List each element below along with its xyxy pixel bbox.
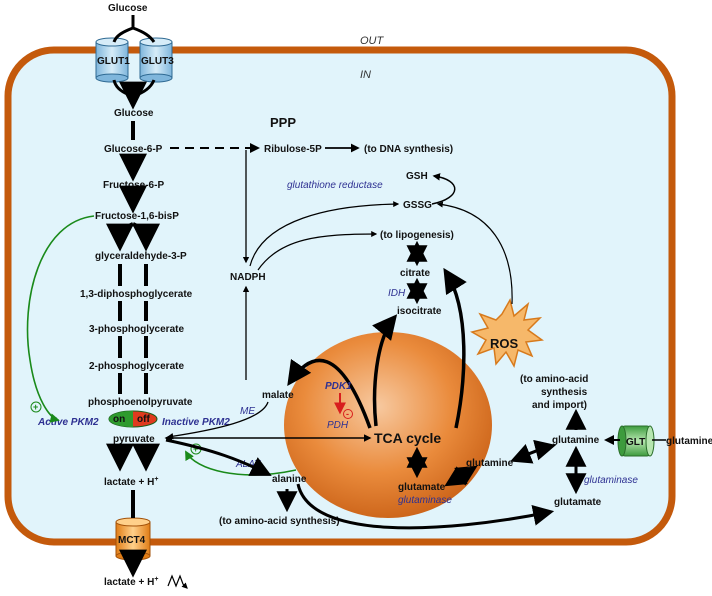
svg-text:+: + [33, 402, 38, 412]
ppp-title: PPP [270, 115, 296, 130]
phosphoenolpyruvate-label: phosphoenolpyruvate [88, 397, 193, 408]
svg-text:-: - [346, 409, 349, 419]
ros-label: ROS [490, 336, 519, 351]
2-phosphoglycerate-label: 2-phosphoglycerate [89, 361, 184, 372]
cyto-glutaminase-label: glutaminase [584, 475, 638, 486]
tca-to-isocitrate-arrow [372, 314, 398, 427]
glutamate-export-arrow [296, 483, 555, 530]
glut1-transporter: GLUT1 [95, 37, 130, 83]
tca-to-malate-arrow [287, 358, 372, 429]
pyruvate-label: pyruvate [113, 434, 155, 445]
pdh-label: PDH [327, 420, 349, 431]
lactate-in-label: lactate + H+ [104, 476, 158, 488]
mito-glutamate-label: glutamate [398, 482, 446, 493]
aa-synthesis-label: (to amino-acid synthesis) [219, 516, 340, 527]
alat-activation-arrow [185, 450, 297, 476]
outside-glutamine-label: glutamine [666, 436, 712, 447]
aa-import-label-3: and import) [532, 400, 587, 411]
zone-in-label: IN [360, 69, 371, 81]
glutamine-glutamate-mito-arrow [444, 465, 478, 487]
ros-to-gssg-arrow [436, 201, 513, 305]
ribulose-5p-label: Ribulose-5P [264, 144, 322, 155]
dna-synthesis-label: (to DNA synthesis) [364, 144, 453, 155]
f16bp-activation-arrow [26, 215, 95, 423]
active-pkm2-label: Active PKM2 [37, 417, 99, 428]
alanine-label: alanine [272, 474, 307, 485]
lactate-export-squiggle [167, 574, 188, 589]
gsh-label: GSH [406, 171, 428, 182]
cyto-glutamine-label: glutamine [552, 435, 600, 446]
cyto-to-mito-glutamine-arrow [510, 439, 557, 464]
pdh-inhibition-minus-icon [343, 409, 353, 419]
glucose-in-label: Glucose [114, 108, 154, 119]
nadph-to-lipogenesis-arrow [257, 231, 378, 271]
cyto-glutamate-label: glutamate [554, 497, 602, 508]
pdk1-label: PDK1 [325, 381, 352, 392]
glut1-label: GLUT1 [97, 56, 130, 67]
glutathione-reductase-label: glutathione reductase [287, 180, 383, 191]
cell-membrane [4, 46, 676, 546]
mct4-transporter: MCT4 [115, 517, 151, 561]
glt-transporter: GLT [617, 425, 655, 457]
mct4-label: MCT4 [118, 535, 146, 546]
mitochondrion [284, 332, 492, 518]
tca-cycle-label: TCA cycle [374, 430, 441, 446]
aa-import-label-2: synthesis [541, 387, 588, 398]
svg-text:+: + [193, 444, 198, 454]
idh-label: IDH [388, 288, 406, 299]
mito-glutaminase-label: glutaminase [398, 495, 452, 506]
glut3-transporter: GLUT3 [139, 37, 174, 83]
glucose-out-label: Glucose [108, 3, 148, 14]
pkm2-activation-plus-icon [30, 401, 42, 413]
fructose-6-p-label: Fructose-6-P [103, 180, 164, 191]
nadph-label: NADPH [230, 272, 266, 283]
zone-out-label: OUT [360, 35, 385, 47]
gssg-label: GSSG [403, 200, 432, 211]
glucose-6-p-label: Glucose-6-P [104, 144, 163, 155]
pkm2-on-label: on [113, 414, 125, 425]
tca-to-citrate-arrow [443, 267, 467, 429]
glt-label: GLT [626, 437, 645, 448]
glut3-label: GLUT3 [141, 56, 174, 67]
me-label: ME [240, 406, 255, 417]
malate-label: malate [262, 390, 294, 401]
pyruvate-to-alanine-arrow [165, 438, 272, 476]
isocitrate-label: isocitrate [397, 306, 442, 317]
lipogenesis-label: (to lipogenesis) [380, 230, 454, 241]
mito-glutamine-label: glutamine [466, 458, 514, 469]
aa-import-label-1: (to amino-acid [520, 374, 588, 385]
3-phosphoglycerate-label: 3-phosphoglycerate [89, 324, 184, 335]
pkm2-off-label: off [137, 414, 150, 425]
fructose-16-bisp-label: Fructose-1,6-bisP [95, 211, 179, 222]
glycolysis-arrows [106, 15, 160, 578]
ros-burst [470, 298, 544, 368]
inactive-pkm2-label: Inactive PKM2 [162, 417, 230, 428]
diphosphoglycerate-label: 1,3-diphosphoglycerate [80, 289, 193, 300]
pkm2-switch: on off [108, 410, 158, 428]
lactate-out-label: lactate + H+ [104, 576, 158, 588]
nadph-to-gssg-arrow [249, 201, 400, 267]
citrate-label: citrate [400, 268, 430, 279]
glyceraldehyde-3-p-label: glyceraldehyde-3-P [95, 251, 187, 262]
